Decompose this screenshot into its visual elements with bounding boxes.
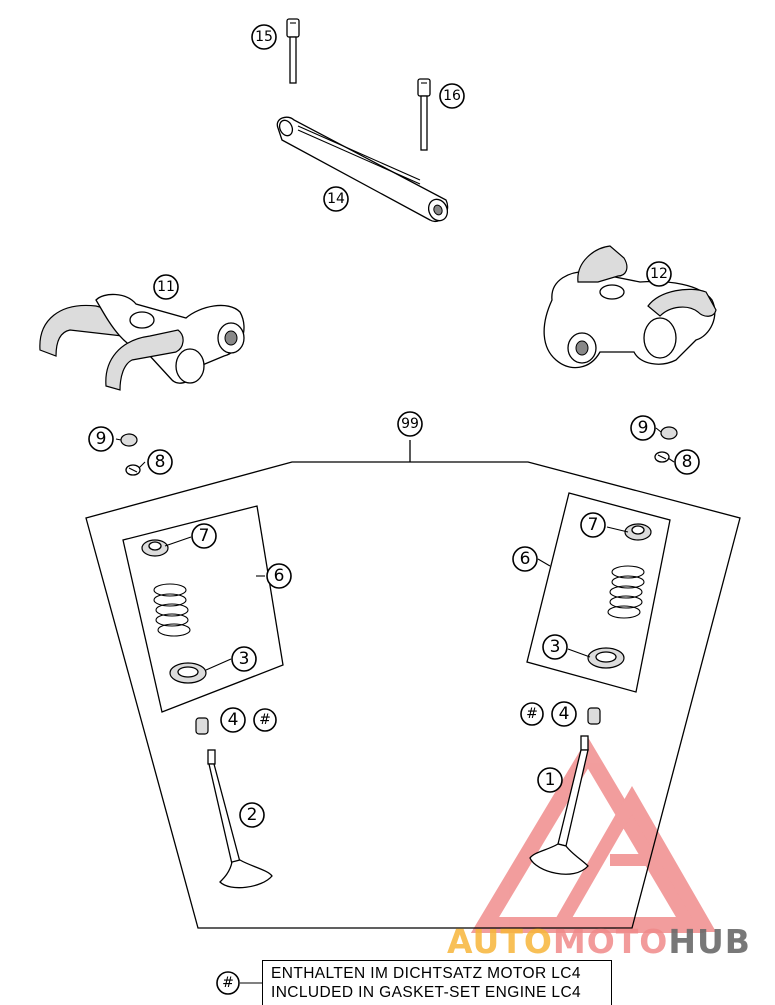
watermark-brand-text: AUTOMOTOHUB [447, 922, 751, 961]
screw-15-part [286, 18, 300, 84]
svg-text:4: 4 [228, 710, 239, 730]
legend-box: ENTHALTEN IM DICHTSATZ MOTOR LC4 INCLUDE… [262, 960, 612, 1005]
svg-text:12: 12 [650, 266, 668, 282]
spring-kit-6-left-outline [122, 505, 284, 713]
svg-text:3: 3 [550, 637, 561, 657]
callout-8-right: 8 [674, 449, 700, 475]
valve-set-99-outline [85, 440, 741, 929]
watermark-auto: AUTO [447, 922, 553, 961]
callout-7-left: 7 [191, 523, 217, 549]
svg-text:16: 16 [443, 88, 461, 104]
screw-16-part [417, 78, 431, 151]
svg-text:6: 6 [274, 566, 285, 586]
callout-6-left: 6 [266, 563, 292, 589]
callout-2: 2 [239, 802, 265, 828]
callout-4-right: 4 [551, 701, 577, 727]
svg-text:2: 2 [247, 805, 258, 825]
callout-99: 99 [397, 411, 423, 437]
callout-15: 15 [251, 24, 277, 50]
callout-8-left: 8 [147, 449, 173, 475]
rocker-arm-12-part [543, 245, 717, 369]
callout-7-right: 7 [580, 512, 606, 538]
svg-text:#: # [222, 975, 234, 991]
watermark-hub: HUB [668, 922, 751, 961]
svg-text:4: 4 [559, 704, 570, 724]
svg-text:8: 8 [682, 452, 693, 472]
exhaust-valve-2-part [207, 749, 273, 889]
svg-text:3: 3 [239, 649, 250, 669]
watermark-logo [470, 737, 717, 933]
valve-stem-seal-4-left-part [195, 717, 209, 735]
valve-cotter-8-right-part [654, 451, 670, 463]
valve-cap-9-right-part [660, 426, 678, 440]
svg-text:#: # [259, 712, 271, 728]
callout-6-right: 6 [512, 546, 538, 572]
callout-12: 12 [646, 261, 672, 287]
svg-text:7: 7 [588, 515, 599, 535]
svg-text:15: 15 [255, 29, 273, 45]
rocker-arm-11-part [39, 293, 245, 391]
spring-retainer-7-left-part [141, 539, 169, 557]
callout-3-right: 3 [542, 634, 568, 660]
spring-seat-3-left-part [169, 662, 207, 684]
callout-9-right: 9 [630, 415, 656, 441]
svg-text:7: 7 [199, 526, 210, 546]
svg-text:9: 9 [638, 418, 649, 438]
svg-text:1: 1 [545, 770, 556, 790]
valve-stem-seal-4-right-part [587, 707, 601, 725]
svg-text:8: 8 [155, 452, 166, 472]
svg-text:11: 11 [157, 279, 175, 295]
callout-11: 11 [153, 274, 179, 300]
svg-text:14: 14 [327, 191, 345, 207]
svg-text:6: 6 [520, 549, 531, 569]
callout-3-left: 3 [231, 646, 257, 672]
callout-9-left: 9 [88, 426, 114, 452]
watermark-moto: MOTO [552, 922, 669, 961]
svg-text:#: # [526, 706, 538, 722]
spring-seat-3-right-part [587, 647, 625, 669]
svg-text:99: 99 [401, 416, 419, 432]
spring-kit-6-right-outline [526, 492, 671, 693]
callout-16: 16 [439, 83, 465, 109]
callout-4-left: 4 [220, 707, 246, 733]
callout-hash-left: # [253, 708, 277, 732]
callout-14: 14 [323, 186, 349, 212]
callout-1: 1 [537, 767, 563, 793]
callout-hash-right: # [520, 702, 544, 726]
rocker-shaft-14-part [276, 116, 449, 223]
spring-retainer-7-right-part [624, 523, 652, 541]
legend-hash-callout: # [216, 971, 262, 995]
valve-spring-right-part [607, 565, 645, 619]
valve-spring-left-part [153, 583, 191, 637]
intake-valve-1-part [529, 735, 589, 875]
legend-line-english: INCLUDED IN GASKET-SET ENGINE LC4 [271, 984, 582, 1001]
svg-text:9: 9 [96, 429, 107, 449]
legend-line-german: ENTHALTEN IM DICHTSATZ MOTOR LC4 [271, 965, 581, 982]
leader-lines [115, 427, 675, 671]
valve-cap-9-left-part [120, 433, 138, 447]
valve-cotter-8-left-part [125, 464, 141, 476]
